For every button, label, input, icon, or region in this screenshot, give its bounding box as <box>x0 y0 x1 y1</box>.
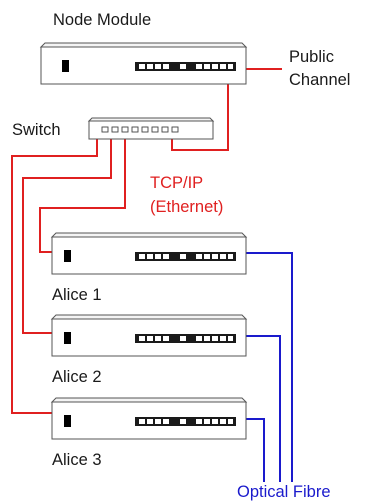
power-led <box>64 250 71 262</box>
alice2-device <box>50 314 248 357</box>
node-module-device <box>39 42 248 85</box>
port-array <box>135 417 236 426</box>
alice1-device <box>50 232 248 275</box>
alice3-label: Alice 3 <box>52 451 102 469</box>
alice3-device <box>50 397 248 440</box>
wire-switch-to-alice2 <box>22 139 112 334</box>
wire-node-to-switch <box>171 84 229 151</box>
alice1-label: Alice 1 <box>52 286 102 304</box>
tcpip-label-line2: (Ethernet) <box>150 198 223 216</box>
ethernet-wires <box>11 68 282 414</box>
port-array <box>135 252 236 261</box>
public-channel-label-line1: Public <box>289 48 334 66</box>
switch-ports <box>101 126 179 133</box>
wire-switch-to-alice1 <box>39 139 126 253</box>
switch-label: Switch <box>12 121 61 139</box>
fibre-alice1 <box>246 252 293 482</box>
port-array <box>135 62 236 71</box>
switch-device <box>87 117 215 140</box>
power-led <box>64 332 71 344</box>
alice2-label: Alice 2 <box>52 368 102 386</box>
power-led <box>64 415 71 427</box>
optical-fibre-label: Optical Fibre <box>237 483 331 501</box>
tcpip-label-line1: TCP/IP <box>150 174 203 192</box>
fibre-alice3 <box>246 418 265 482</box>
public-channel-label-line2: Channel <box>289 71 350 89</box>
port-array <box>135 334 236 343</box>
node-module-label: Node Module <box>53 11 151 29</box>
fibre-alice2 <box>246 335 281 482</box>
power-led <box>62 60 69 72</box>
wire-switch-to-alice3 <box>11 139 98 414</box>
fibre-wires <box>246 252 293 482</box>
